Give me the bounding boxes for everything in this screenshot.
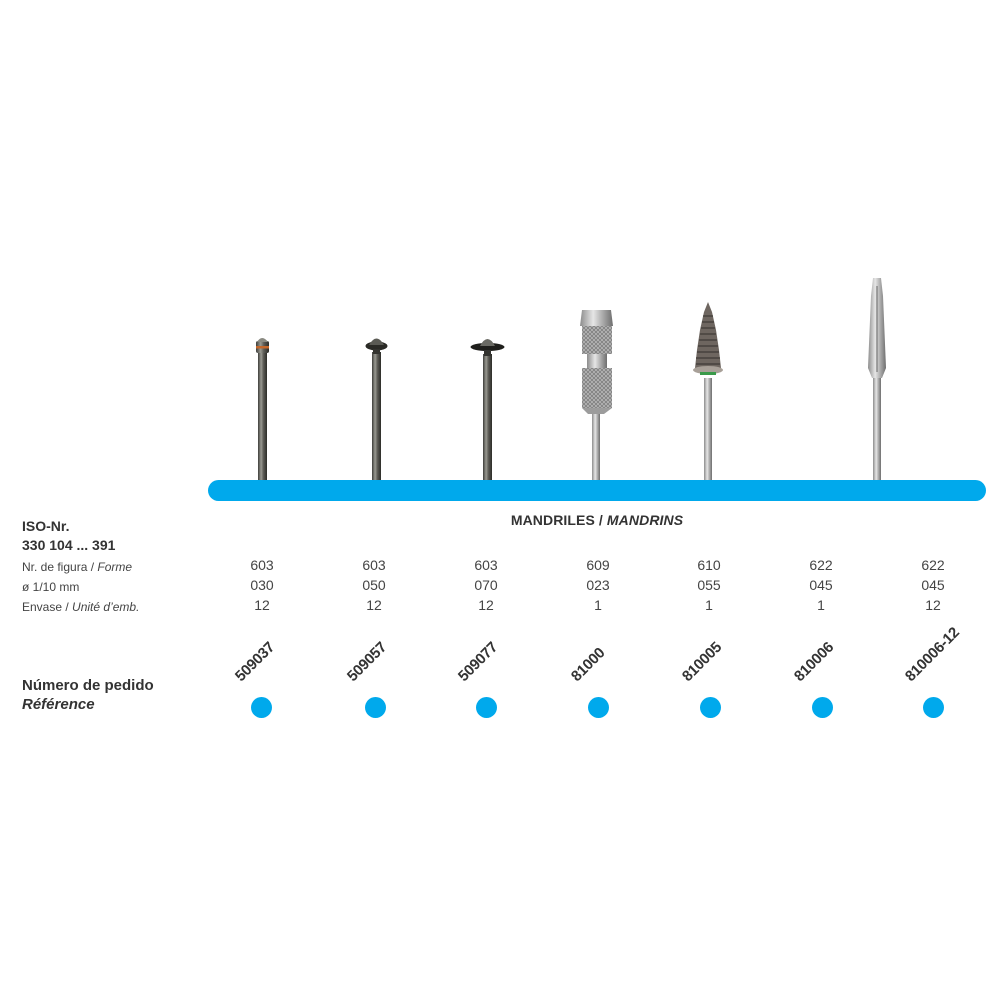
product-images bbox=[256, 278, 886, 482]
section-title-separator: / bbox=[594, 512, 607, 528]
figure-label-fr: Forme bbox=[97, 560, 133, 574]
package-value: 1 bbox=[594, 597, 602, 613]
order-number-label: Número de pedido bbox=[22, 677, 154, 694]
package-label: Envase / Unité d’emb. bbox=[22, 600, 139, 614]
diameter-value: 070 bbox=[474, 577, 498, 593]
iso-title: ISO-Nr. bbox=[22, 518, 70, 534]
reference-label-fr: Référence bbox=[22, 696, 95, 713]
iso-range: 330 104 ... 391 bbox=[22, 537, 116, 553]
figure-value: 603 bbox=[474, 557, 498, 573]
mandrel-screw-large-icon bbox=[470, 339, 505, 482]
order-dot-button[interactable] bbox=[251, 697, 272, 718]
order-dot-button[interactable] bbox=[365, 697, 386, 718]
figure-value: 603 bbox=[250, 557, 274, 573]
mandrel-threaded-cone-icon bbox=[693, 302, 723, 482]
order-dot-button[interactable] bbox=[476, 697, 497, 718]
reference-number: 810005 bbox=[678, 638, 726, 685]
package-value: 12 bbox=[254, 597, 270, 613]
category-bar bbox=[208, 480, 986, 501]
figure-label-separator: / bbox=[87, 560, 98, 574]
figure-value: 622 bbox=[921, 557, 945, 573]
order-dot-button[interactable] bbox=[588, 697, 609, 718]
reference-number: 810006-12 bbox=[901, 624, 963, 685]
diameter-label: ø 1/10 mm bbox=[22, 580, 80, 594]
figure-value: 609 bbox=[586, 557, 610, 573]
diameter-value: 045 bbox=[921, 577, 945, 593]
order-dot-button[interactable] bbox=[812, 697, 833, 718]
mandrel-knurled-holder-icon bbox=[580, 310, 613, 482]
diameter-value: 050 bbox=[362, 577, 386, 593]
mandrel-screw-medium-icon bbox=[365, 338, 388, 482]
package-label-separator: / bbox=[62, 600, 73, 614]
reference-number: 509057 bbox=[343, 638, 391, 685]
mandrel-screw-small-icon bbox=[256, 338, 269, 482]
section-title-es: MANDRILES bbox=[510, 512, 595, 528]
package-label-fr: Unité d’emb. bbox=[72, 600, 140, 614]
mandrel-split-cone-icon bbox=[868, 278, 886, 482]
reference-number: 810006 bbox=[790, 638, 838, 685]
figure-label: Nr. de figura / Forme bbox=[22, 560, 132, 574]
figure-label-es: Nr. de figura bbox=[22, 560, 88, 574]
section-title: MANDRILES / MANDRINS bbox=[208, 512, 986, 528]
package-label-es: Envase bbox=[22, 600, 63, 614]
order-dot-button[interactable] bbox=[700, 697, 721, 718]
diameter-value: 045 bbox=[809, 577, 833, 593]
reference-number: 81000 bbox=[567, 644, 609, 685]
package-value: 12 bbox=[925, 597, 941, 613]
reference-label: Référence bbox=[22, 696, 95, 713]
section-title-fr: MANDRINS bbox=[606, 512, 684, 528]
figure-value: 603 bbox=[362, 557, 386, 573]
package-value: 1 bbox=[705, 597, 713, 613]
diameter-value: 023 bbox=[586, 577, 610, 593]
order-dot-button[interactable] bbox=[923, 697, 944, 718]
reference-number: 509077 bbox=[454, 638, 502, 685]
figure-value: 622 bbox=[809, 557, 833, 573]
diameter-value: 030 bbox=[250, 577, 274, 593]
diameter-value: 055 bbox=[697, 577, 721, 593]
package-value: 12 bbox=[366, 597, 382, 613]
figure-value: 610 bbox=[697, 557, 721, 573]
package-value: 1 bbox=[817, 597, 825, 613]
reference-number: 509037 bbox=[231, 638, 279, 685]
package-value: 12 bbox=[478, 597, 494, 613]
